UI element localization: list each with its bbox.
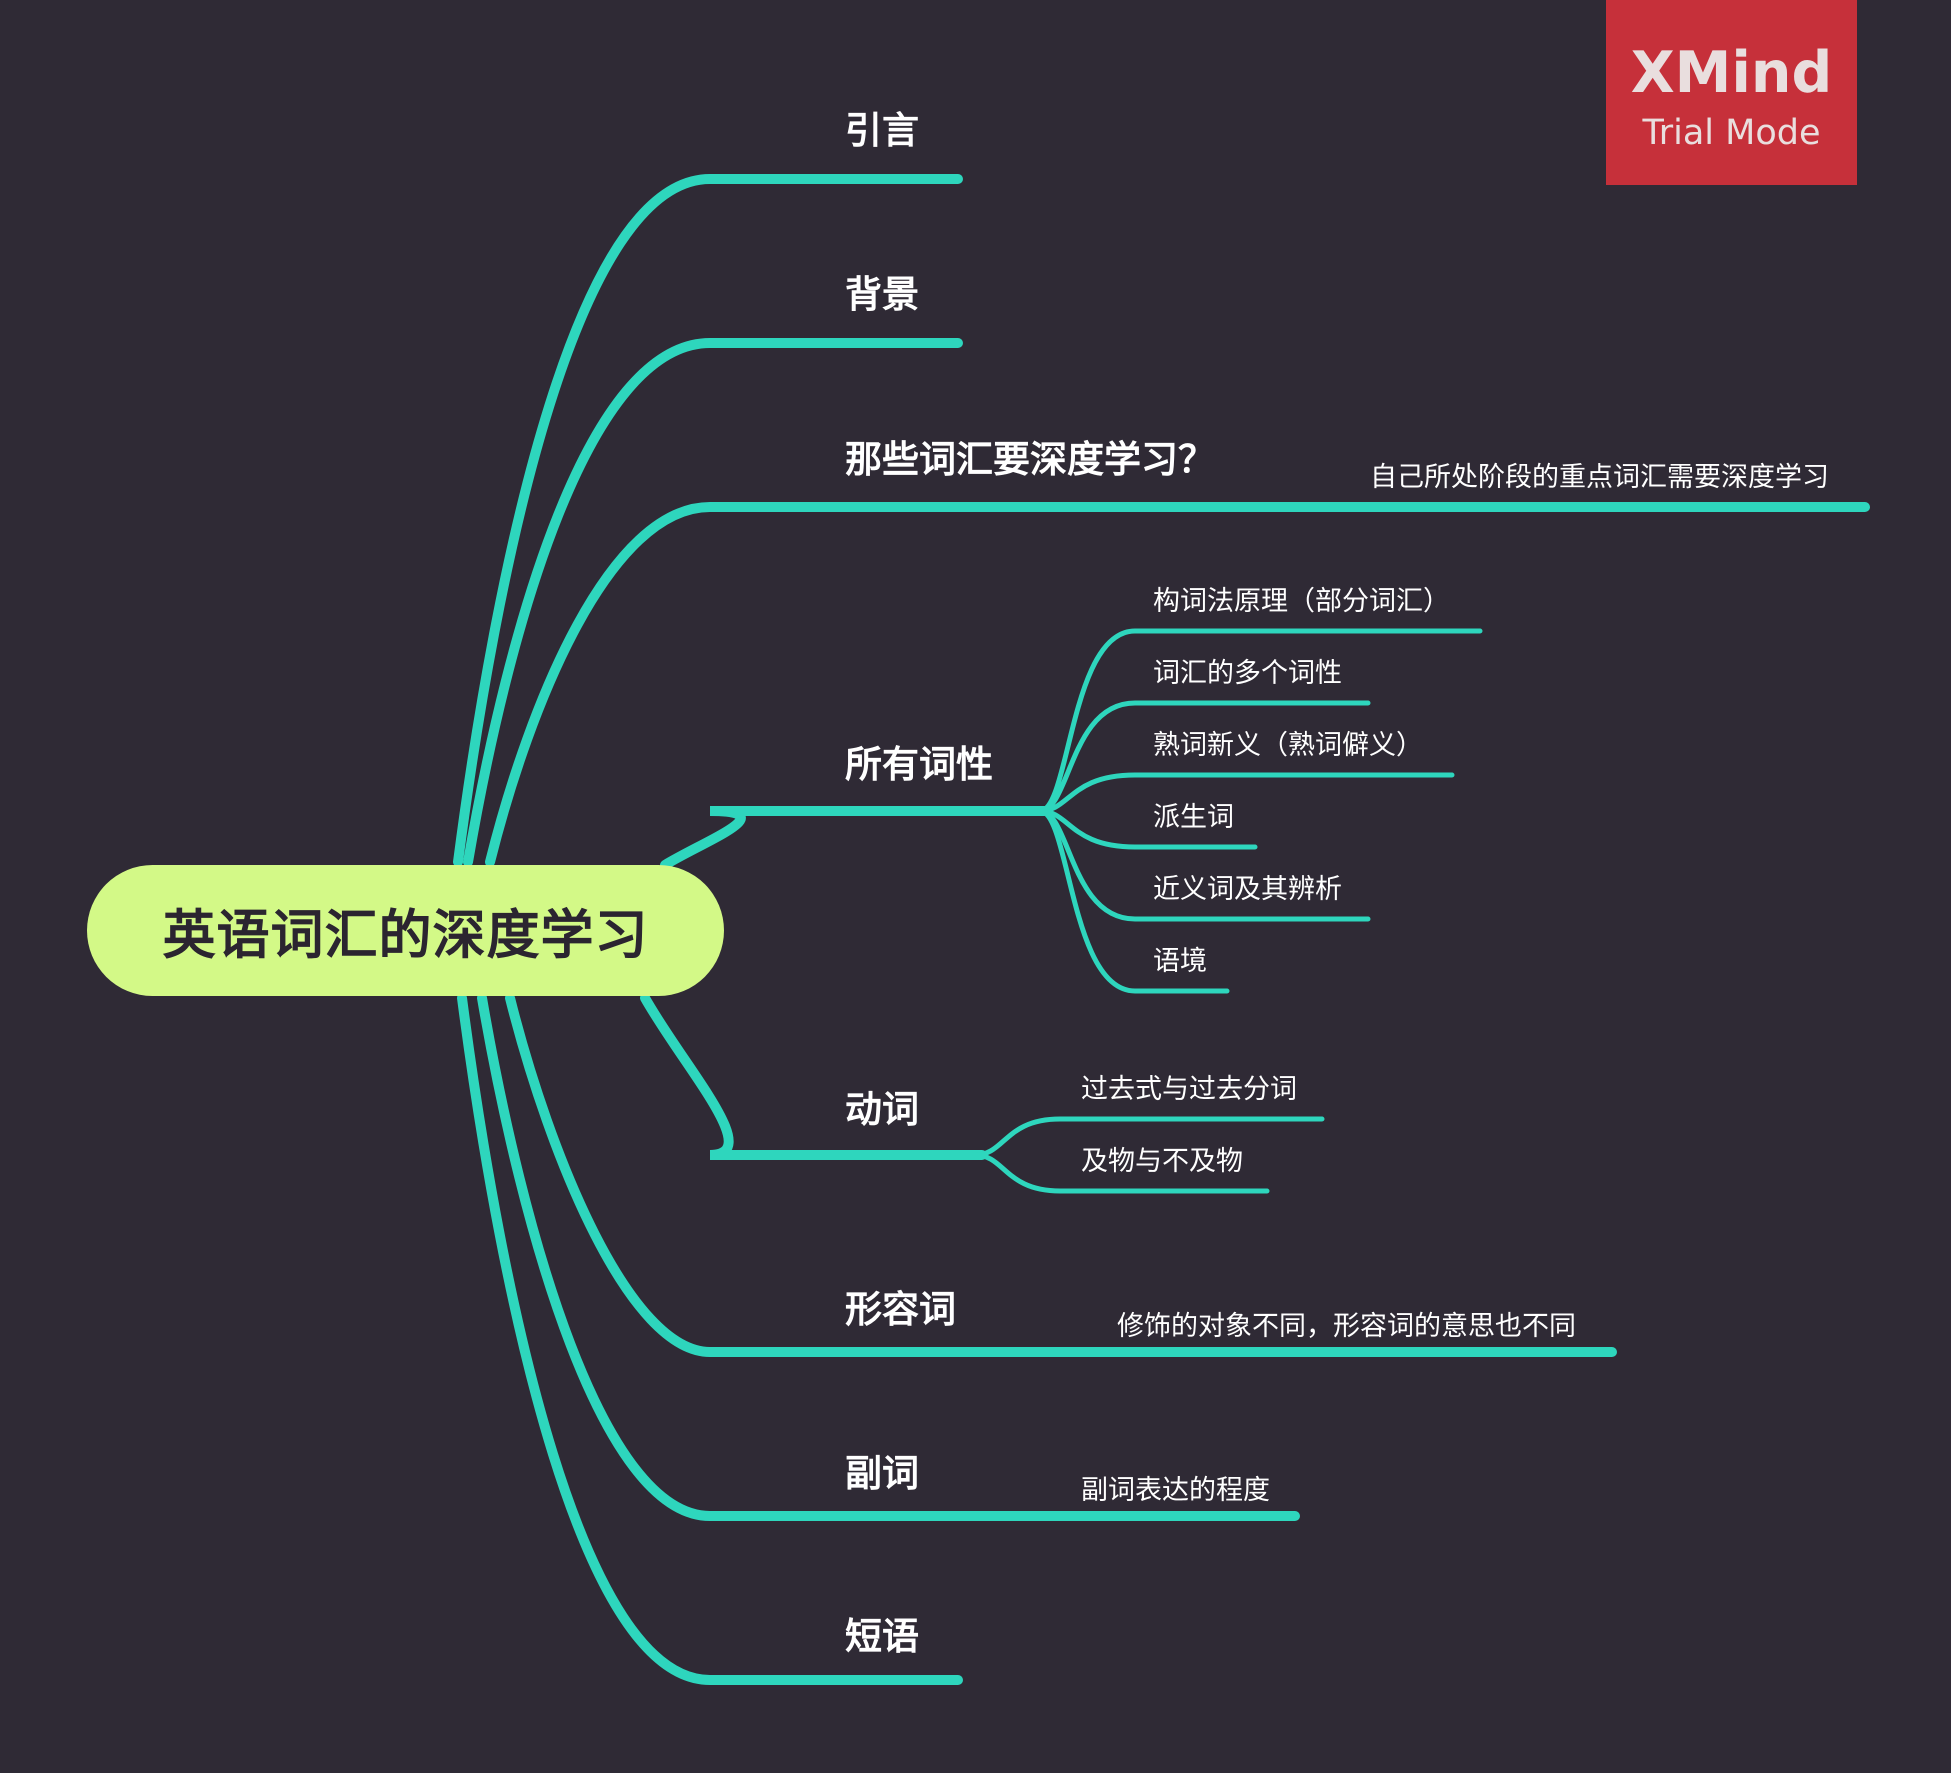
subtopic-new-meanings[interactable]: 熟词新义（熟词僻义） — [1153, 730, 1423, 761]
branch-line-phrase — [457, 993, 963, 1685]
branch-line-intro — [453, 174, 963, 867]
sub-line-pos-0 — [1037, 628, 1483, 814]
central-topic[interactable]: 英语词汇的深度学习 — [87, 865, 724, 996]
sub-line-verb-1 — [972, 1152, 1270, 1194]
main-topic-all-parts-of-speech[interactable]: 所有词性 — [845, 743, 993, 786]
main-topic-verb[interactable]: 动词 — [845, 1088, 919, 1131]
subtopic-key-words[interactable]: 自己所处阶段的重点词汇需要深度学习 — [1370, 462, 1829, 493]
main-topic-adjective[interactable]: 形容词 — [845, 1288, 956, 1331]
sub-line-pos-5 — [1037, 808, 1230, 994]
subtopic-adjective-meaning[interactable]: 修饰的对象不同，形容词的意思也不同 — [1117, 1311, 1576, 1342]
sub-line-pos-2 — [1037, 772, 1455, 814]
central-topic-label: 英语词汇的深度学习 — [162, 904, 649, 966]
subtopic-word-formation[interactable]: 构词法原理（部分词汇） — [1153, 586, 1450, 617]
main-topic-phrase[interactable]: 短语 — [845, 1615, 919, 1658]
main-topic-which-words[interactable]: 那些词汇要深度学习？ — [845, 438, 1215, 481]
subtopic-transitivity[interactable]: 及物与不及物 — [1081, 1146, 1243, 1177]
branch-line-adjective — [505, 993, 1617, 1357]
subtopic-derivatives[interactable]: 派生词 — [1153, 802, 1234, 833]
branch-line-background — [463, 338, 963, 867]
branch-line-which-words — [485, 502, 1870, 867]
subtopic-past-tense[interactable]: 过去式与过去分词 — [1081, 1074, 1297, 1105]
branch-line-adverb — [477, 993, 1300, 1521]
main-topic-intro[interactable]: 引言 — [845, 109, 919, 152]
sub-line-verb-0 — [972, 1116, 1325, 1158]
sub-line-pos-1 — [1037, 700, 1371, 814]
main-topic-adverb[interactable]: 副词 — [845, 1452, 919, 1495]
branch-line-all-pos — [660, 806, 1050, 870]
main-topic-background[interactable]: 背景 — [845, 273, 919, 316]
watermark-mode: Trial Mode — [1642, 113, 1821, 153]
watermark-brand: XMind — [1630, 40, 1833, 106]
subtopic-synonyms[interactable]: 近义词及其辨析 — [1153, 874, 1342, 905]
subtopic-multiple-pos[interactable]: 词汇的多个词性 — [1153, 658, 1342, 689]
subtopic-context[interactable]: 语境 — [1153, 946, 1207, 977]
branch-line-verb — [640, 993, 987, 1160]
subtopic-adverb-degree[interactable]: 副词表达的程度 — [1081, 1475, 1270, 1506]
xmind-trial-watermark: XMind Trial Mode — [1606, 0, 1857, 185]
